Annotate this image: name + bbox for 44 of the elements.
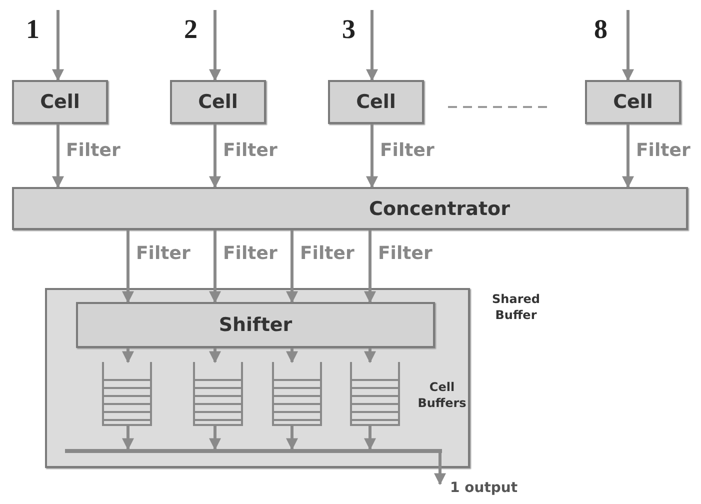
arrow (122, 426, 134, 450)
arrow (364, 230, 376, 304)
buffer-stack-drawing (350, 362, 400, 426)
arrow (286, 348, 298, 364)
input-number: 1 (26, 14, 40, 45)
arrow (209, 10, 221, 82)
arrow (209, 348, 221, 364)
buffer-stack-drawing (272, 362, 322, 426)
process-box (585, 80, 681, 124)
arrow (209, 124, 221, 188)
arrow (122, 348, 134, 364)
panel-heading: Shared Buffer (491, 292, 541, 324)
buffer-stack-drawing (102, 362, 152, 426)
arrow (122, 230, 134, 304)
box-label: Cell (198, 91, 238, 113)
box-label: Cell (613, 91, 653, 113)
box-label: Cell (40, 91, 80, 113)
arrow (622, 124, 634, 188)
arrow (434, 453, 446, 486)
buffers-caption: Cell Buffers (416, 380, 468, 412)
arrow (366, 10, 378, 82)
arrow (209, 426, 221, 450)
arrow (364, 348, 376, 364)
arrow (286, 230, 298, 304)
process-box (12, 80, 108, 124)
box-label: Cell (356, 91, 396, 113)
process-box (170, 80, 266, 124)
edge-label: 1 output (450, 480, 518, 496)
arrow (52, 10, 64, 82)
buffer-stack-drawing (193, 362, 243, 426)
concentrator-bar (12, 187, 688, 230)
arrow (364, 426, 376, 450)
input-number: 3 (342, 14, 356, 45)
box-label: Concentrator (369, 198, 510, 220)
arrow (286, 426, 298, 450)
process-box (76, 302, 435, 348)
arrow (52, 124, 64, 188)
box-label: Shifter (218, 314, 292, 336)
process-box (328, 80, 424, 124)
arrow (366, 124, 378, 188)
input-number: 8 (594, 14, 608, 45)
input-number: 2 (184, 14, 198, 45)
arrow (209, 230, 221, 304)
arrow (622, 10, 634, 82)
